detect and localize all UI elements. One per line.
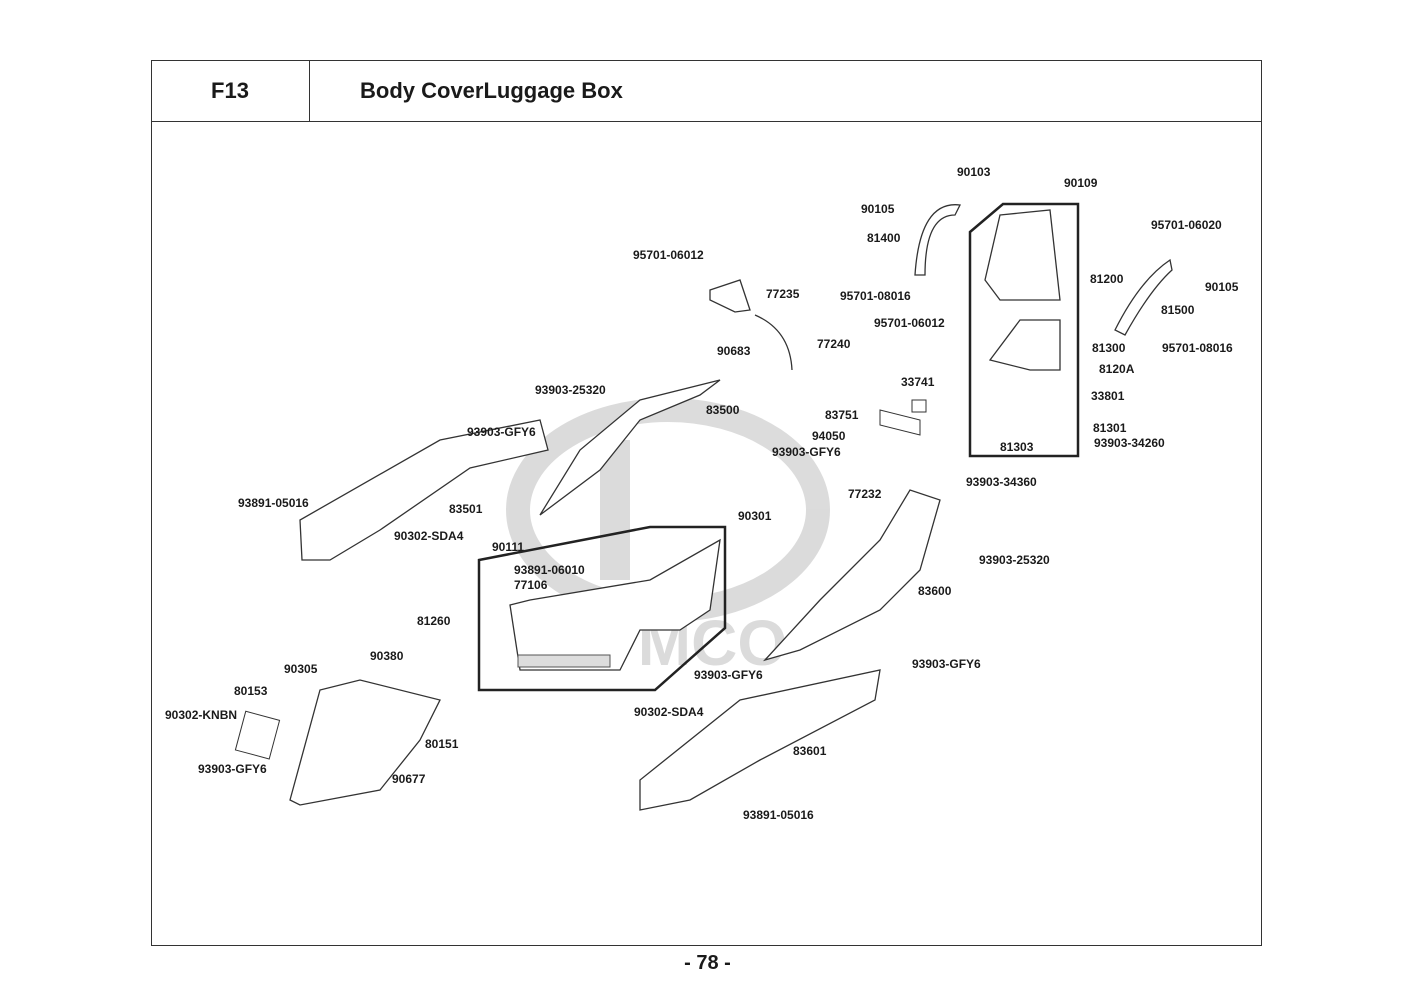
part-81200 — [984, 209, 1061, 301]
part-80151 — [289, 679, 441, 806]
part-label-33741: 33741 — [901, 375, 935, 389]
part-label-94050: 94050 — [812, 429, 846, 443]
part-label-81300: 81300 — [1092, 341, 1126, 355]
part-label-95701-06012: 95701-06012 — [874, 316, 945, 330]
section-code: F13 — [151, 60, 310, 122]
part-label-83500: 83500 — [706, 403, 740, 417]
part-label-81200: 81200 — [1090, 272, 1124, 286]
callout-box-8120A — [968, 202, 1080, 458]
part-81300 — [988, 319, 1061, 371]
part-label-80153: 80153 — [234, 684, 268, 698]
part-83601 — [639, 669, 881, 811]
part-label-95701-06020: 95701-06020 — [1151, 218, 1222, 232]
part-81260 — [509, 538, 721, 671]
page-title: Body CoverLuggage Box — [310, 60, 1262, 122]
part-label-90677: 90677 — [392, 772, 426, 786]
part-label-83601: 83601 — [793, 744, 827, 758]
part-label-93903-34260: 93903-34260 — [1094, 436, 1165, 450]
part-label-83600: 83600 — [918, 584, 952, 598]
part-83751 — [879, 409, 921, 436]
part-81400 — [914, 204, 961, 276]
part-80153 — [234, 710, 281, 760]
part-label-93903-25320: 93903-25320 — [979, 553, 1050, 567]
part-label-93903-gfy6: 93903-GFY6 — [694, 668, 763, 682]
part-label-90103: 90103 — [957, 165, 991, 179]
part-label-8120a: 8120A — [1099, 362, 1135, 376]
part-label-93903-25320: 93903-25320 — [535, 383, 606, 397]
part-label-90683: 90683 — [717, 344, 751, 358]
diagram-frame — [151, 60, 1262, 946]
part-label-83751: 83751 — [825, 408, 859, 422]
part-label-95701-06012: 95701-06012 — [633, 248, 704, 262]
part-label-80151: 80151 — [425, 737, 459, 751]
part-label-93903-gfy6: 93903-GFY6 — [772, 445, 841, 459]
part-77240 — [754, 314, 793, 371]
part-83600 — [762, 489, 941, 662]
part-83501 — [299, 419, 549, 561]
part-label-95701-08016: 95701-08016 — [840, 289, 911, 303]
part-label-90302-sda4: 90302-SDA4 — [394, 529, 464, 543]
part-label-93903-gfy6: 93903-GFY6 — [467, 425, 536, 439]
part-label-90305: 90305 — [284, 662, 318, 676]
part-label-95701-08016: 95701-08016 — [1162, 341, 1233, 355]
part-77235 — [709, 279, 751, 313]
part-label-90302-sda4: 90302-SDA4 — [634, 705, 704, 719]
part-81500 — [1114, 258, 1173, 336]
part-33741 — [911, 399, 927, 413]
part-label-90109: 90109 — [1064, 176, 1098, 190]
page-number: - 78 - — [684, 952, 731, 974]
part-label-90105: 90105 — [1205, 280, 1239, 294]
part-label-93903-34360: 93903-34360 — [966, 475, 1037, 489]
part-label-77106: 77106 — [514, 578, 548, 592]
part-label-77240: 77240 — [817, 337, 851, 351]
part-label-93903-gfy6: 93903-GFY6 — [198, 762, 267, 776]
part-label-90380: 90380 — [370, 649, 404, 663]
part-label-81303: 81303 — [1000, 440, 1034, 454]
part-label-90301: 90301 — [738, 509, 772, 523]
part-label-81500: 81500 — [1161, 303, 1195, 317]
part-label-90302-knbn: 90302-KNBN — [165, 708, 238, 722]
part-label-77232: 77232 — [848, 487, 882, 501]
part-label-81260: 81260 — [417, 614, 451, 628]
part-label-77235: 77235 — [766, 287, 800, 301]
part-label-93891-05016: 93891-05016 — [238, 496, 309, 510]
part-label-81301: 81301 — [1093, 421, 1127, 435]
part-label-83501: 83501 — [449, 502, 483, 516]
part-83500 — [539, 379, 721, 516]
part-label-81400: 81400 — [867, 231, 901, 245]
part-label-90105: 90105 — [861, 202, 895, 216]
part-label-90111: 90111 — [492, 540, 525, 554]
part-label-93891-05016: 93891-05016 — [743, 808, 814, 822]
callout-box-81260 — [477, 525, 727, 692]
part-label-93903-gfy6: 93903-GFY6 — [912, 657, 981, 671]
part-label-33801: 33801 — [1091, 389, 1125, 403]
part-label-93891-06010: 93891-06010 — [514, 563, 585, 577]
